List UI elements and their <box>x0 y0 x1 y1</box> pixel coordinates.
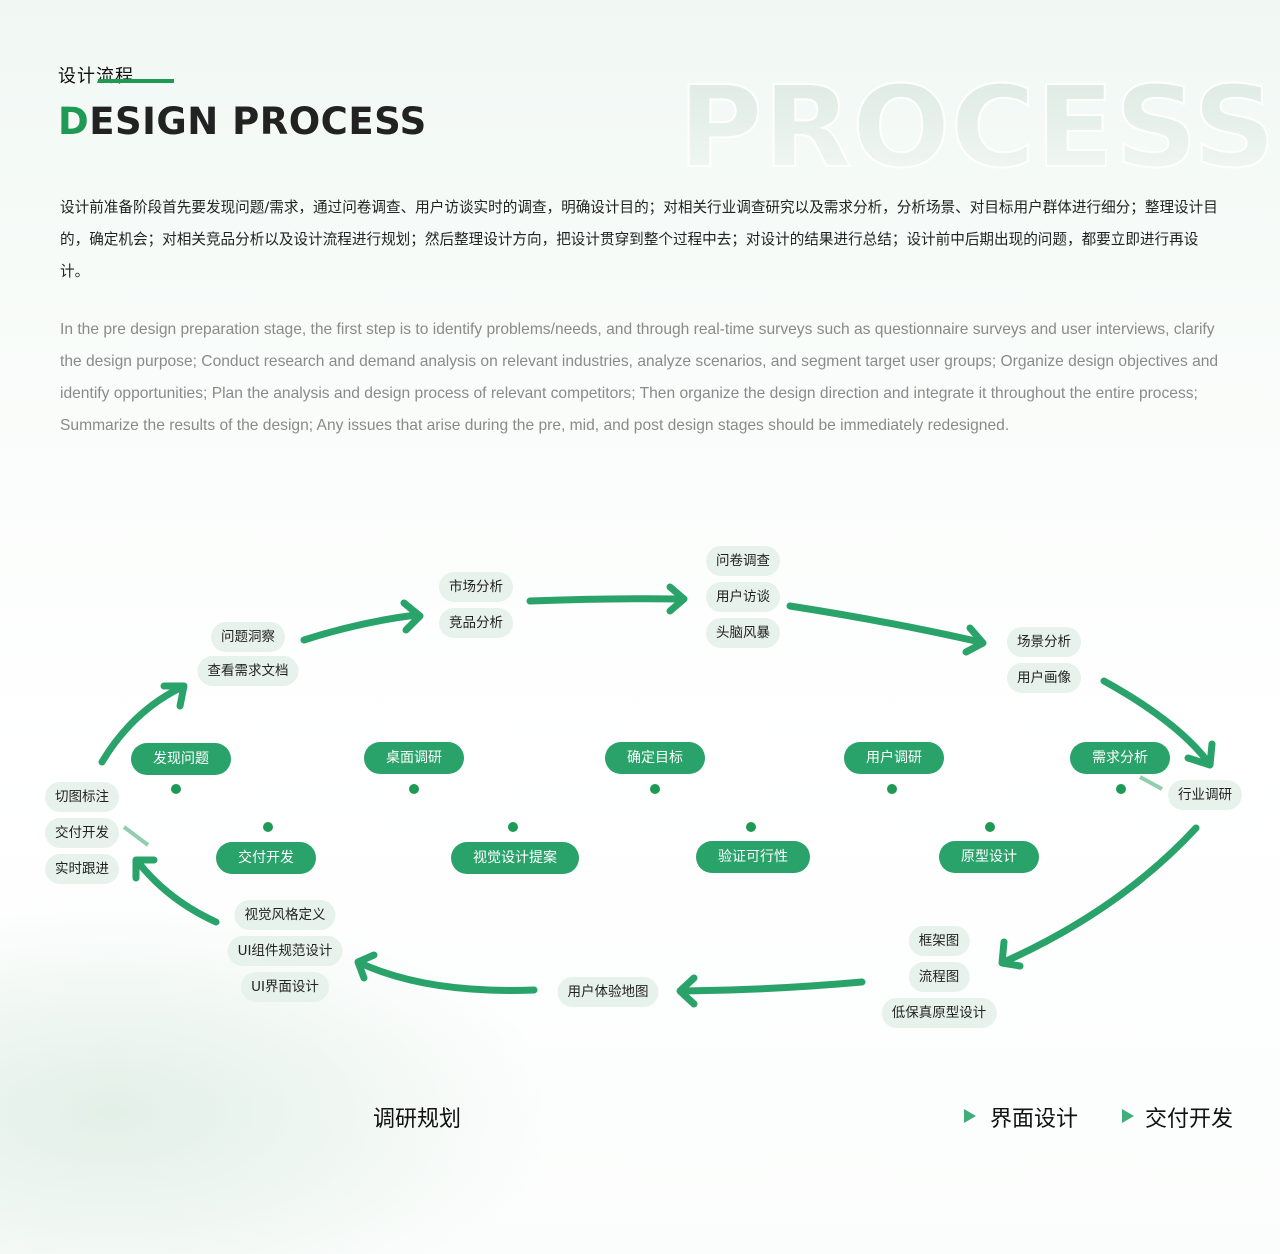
pill-requirement-analysis: 需求分析 <box>1070 742 1170 774</box>
tag-visual-style: 视觉风格定义 <box>234 900 336 930</box>
arrow-9-head <box>132 856 158 882</box>
tag-realtime-follow: 实时跟进 <box>45 854 119 884</box>
tag-industry-research: 行业调研 <box>1168 780 1242 810</box>
tag-view-requirements: 查看需求文档 <box>197 656 299 686</box>
tag-user-interview: 用户访谈 <box>706 582 780 612</box>
arrow-8-head <box>354 951 378 982</box>
page-title: DESIGN PROCESS <box>58 100 427 143</box>
timeline-bottom-tail <box>122 825 150 847</box>
top-dot-4 <box>887 784 897 794</box>
title-first-letter: D <box>58 100 90 143</box>
arrow-3-curve <box>526 595 686 605</box>
pill-prototype-design: 原型设计 <box>939 841 1039 873</box>
arrow-6-curve <box>1000 824 1200 966</box>
timeline-top-tail <box>1139 775 1163 791</box>
pill-set-goal: 确定目标 <box>605 742 705 774</box>
ghost-watermark-word: PROCESS <box>678 66 1277 176</box>
arrow-5-curve <box>1100 677 1212 766</box>
tag-market-analysis: 市场分析 <box>439 572 513 602</box>
intro-paragraph-en: In the pre design preparation stage, the… <box>60 321 1219 434</box>
phase-research-planning: 调研规划 <box>372 1107 462 1132</box>
pill-verify-feasibility: 验证可行性 <box>696 841 810 873</box>
arrow-3-head <box>666 583 688 615</box>
tag-cut-annotate: 切图标注 <box>45 782 119 812</box>
tag-wireframe: 框架图 <box>908 926 970 956</box>
arrow-1-curve <box>98 684 184 766</box>
tag-delivery-dev: 交付开发 <box>45 818 119 848</box>
tag-brainstorm: 头脑风暴 <box>706 618 780 648</box>
phase-delivery-dev: 交付开发 <box>1144 1107 1234 1132</box>
pill-desk-research: 桌面调研 <box>364 742 464 774</box>
arrow-4-curve <box>786 602 984 646</box>
arrow-2-curve <box>300 611 420 644</box>
pill-discover-problem: 发现问题 <box>131 743 231 775</box>
arrow-8-curve <box>356 959 538 994</box>
arrow-6-head <box>998 938 1024 970</box>
tag-ux-map: 用户体验地图 <box>557 977 659 1007</box>
tag-ui-component-spec: UI组件规范设计 <box>227 936 343 966</box>
tag-problem-insight: 问题洞察 <box>211 622 285 652</box>
bottom-dot-2 <box>508 822 518 832</box>
tag-flowchart: 流程图 <box>908 962 970 992</box>
arrow-7-head <box>676 974 698 1008</box>
top-dot-3 <box>650 784 660 794</box>
tag-lofi-prototype: 低保真原型设计 <box>881 998 997 1028</box>
pill-user-research: 用户调研 <box>844 742 944 774</box>
phase-arrow-2-head <box>1122 1109 1134 1123</box>
timeline-dots <box>171 784 1126 832</box>
arrow-7-curve <box>680 978 866 995</box>
title-rest: ESIGN PROCESS <box>89 100 427 143</box>
pill-visual-proposal: 视觉设计提案 <box>451 842 579 874</box>
cycle-arrows <box>98 583 1216 1008</box>
tag-competitor-analysis: 竞品分析 <box>439 608 513 638</box>
arrow-5-head <box>1184 740 1216 769</box>
phase-interface-design: 界面设计 <box>989 1107 1079 1132</box>
arrow-2-head <box>400 599 424 634</box>
ghost-word-text: PROCESS <box>678 66 1276 176</box>
tag-questionnaire: 问卷调查 <box>706 546 780 576</box>
tag-user-persona: 用户画像 <box>1007 663 1081 693</box>
arrow-9-curve <box>134 858 220 926</box>
arrow-1-head <box>160 682 188 710</box>
top-dot-1 <box>171 784 181 794</box>
phase-arrow-1-head <box>964 1109 976 1123</box>
pill-delivery: 交付开发 <box>216 842 316 874</box>
tag-scenario-analysis: 场景分析 <box>1007 627 1081 657</box>
top-dot-2 <box>409 784 419 794</box>
bottom-dot-4 <box>985 822 995 832</box>
arrow-4-head <box>962 624 987 656</box>
top-dot-5 <box>1116 784 1126 794</box>
intro-paragraph-cn: 设计前准备阶段首先要发现问题/需求，通过问卷调查、用户访谈实时的调查，明确设计目… <box>60 199 1218 280</box>
bottom-dot-1 <box>263 822 273 832</box>
tag-ui-design: UI界面设计 <box>241 972 329 1002</box>
bottom-dot-3 <box>746 822 756 832</box>
subtitle-underline <box>98 79 174 83</box>
